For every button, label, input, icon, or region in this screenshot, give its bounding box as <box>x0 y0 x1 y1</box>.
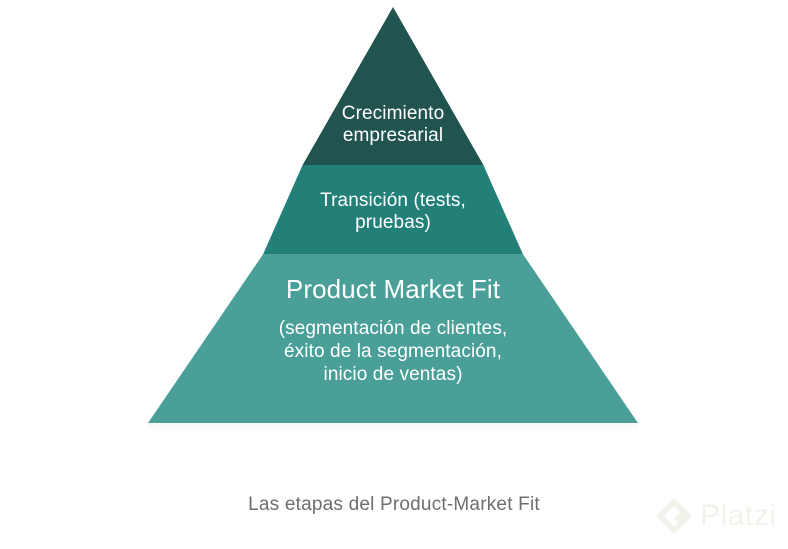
pyramid-tier-base-detail: (segmentación de clientes, éxito de la s… <box>278 318 508 386</box>
diagram-caption: Las etapas del Product-Market Fit <box>248 494 540 515</box>
pyramid-tier-middle-label: Transición (tests, pruebas) <box>320 190 466 234</box>
pyramid-tier-middle-shape <box>263 165 523 254</box>
pyramid-tier-base-title: Product Market Fit <box>285 274 501 304</box>
pyramid-tier-base-shape <box>148 254 638 423</box>
pyramid-svg <box>148 7 638 423</box>
pyramid-base-shadow <box>148 423 638 433</box>
pyramid-tier-top-label: Crecimiento empresarial <box>341 103 445 147</box>
pyramid-tier-top-shape <box>302 7 484 165</box>
pyramid-diagram: Crecimiento empresarial Transición (test… <box>148 7 638 423</box>
